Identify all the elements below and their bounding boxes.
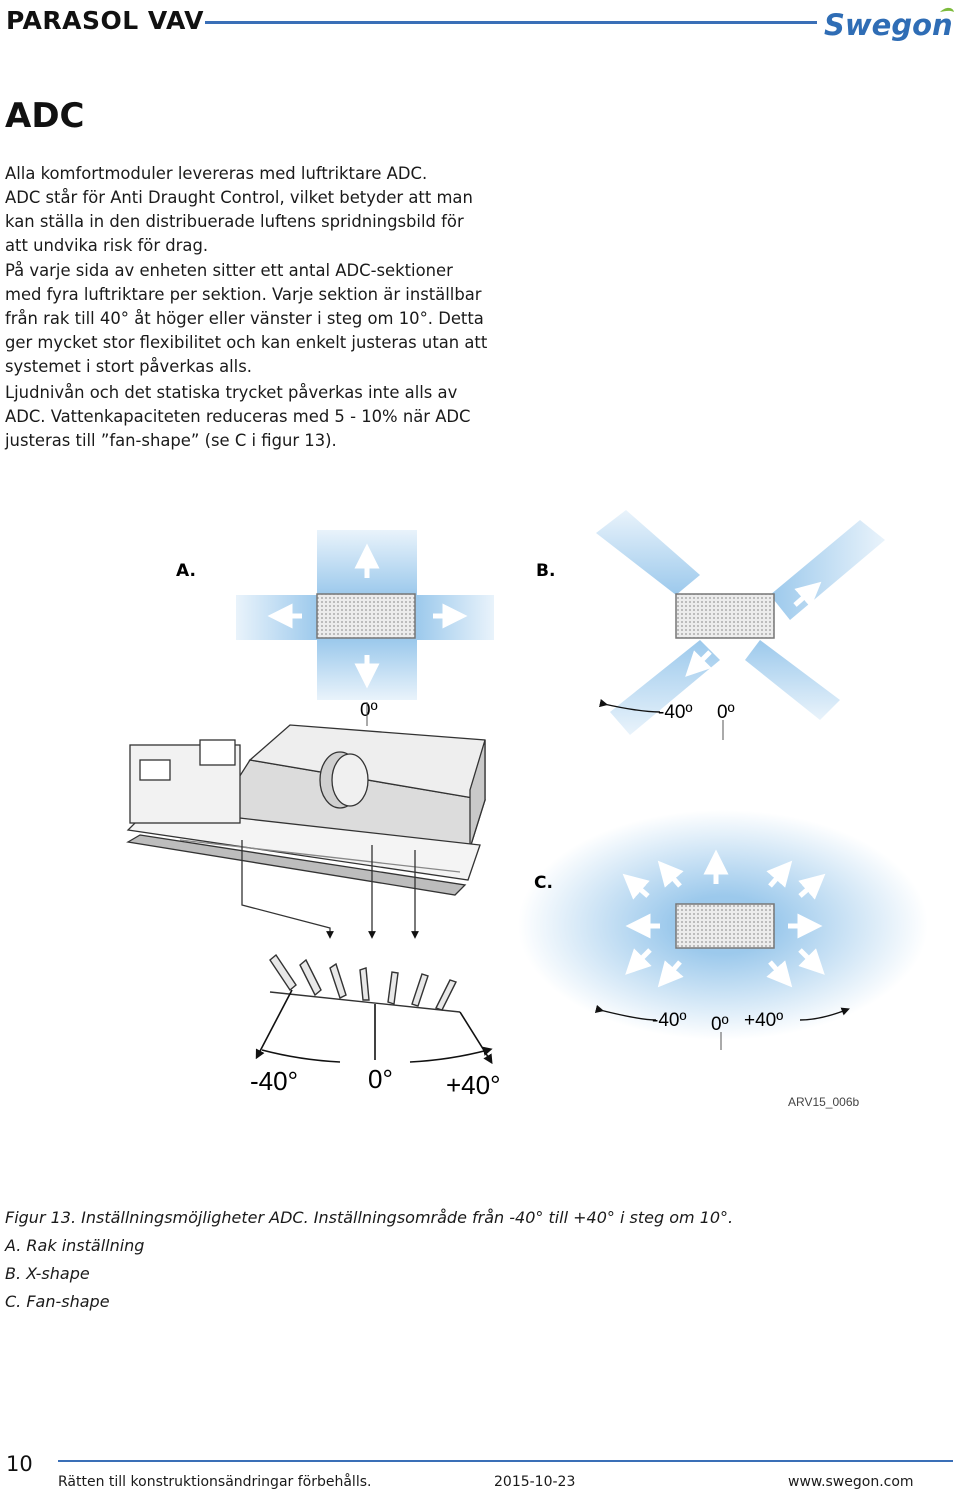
angle-c-minus40: -40º xyxy=(652,1010,686,1031)
section-title: ADC xyxy=(5,96,85,136)
footer-rule xyxy=(58,1460,953,1462)
label-c: C. xyxy=(534,873,553,893)
footer-date: 2015-10-23 xyxy=(494,1474,576,1490)
big-angle-minus40: -40° xyxy=(250,1066,298,1096)
header-rule xyxy=(205,21,817,24)
adc-angle-arrows xyxy=(255,989,493,1065)
adc-deflector-blades xyxy=(269,953,461,1013)
diagram-a-straight xyxy=(236,530,494,700)
label-b: B. xyxy=(536,561,555,581)
big-angle-zero: 0° xyxy=(368,1064,393,1094)
angle-b-zero: 0º xyxy=(717,702,735,723)
paragraph-sections: På varje sida av enheten sitter ett anta… xyxy=(5,261,488,376)
grille-a xyxy=(316,593,416,639)
unit-airflow-lines xyxy=(241,840,419,939)
grille-b xyxy=(675,593,775,639)
angle-c-plus40: +40º xyxy=(744,1010,783,1031)
figure-caption: Figur 13. Inställningsmöjligheter ADC. I… xyxy=(5,1208,734,1311)
big-angle-plus40: +40° xyxy=(446,1070,501,1100)
paragraph-intro: Alla komfortmoduler levereras med luftri… xyxy=(5,164,473,255)
angle-c-zero: 0º xyxy=(711,1014,729,1035)
footer-url[interactable]: www.swegon.com xyxy=(788,1474,914,1490)
svg-text:Swegon: Swegon xyxy=(824,8,953,42)
angle-b-minus40: -40º xyxy=(658,702,692,723)
unit-illustration xyxy=(126,724,486,896)
figure-code: ARV15_006b xyxy=(788,1095,860,1109)
footer-notice: Rätten till konstruktionsändringar förbe… xyxy=(58,1474,372,1490)
adc-figure: A. 0º B. -40º 0º C. -40º 0º +40º xyxy=(126,510,928,1109)
grille-c xyxy=(675,903,775,949)
page-number: 10 xyxy=(6,1452,33,1476)
angle-a-zero: 0º xyxy=(360,700,378,721)
diagram-c-fanshape xyxy=(518,810,928,1040)
diagram-b-xshape xyxy=(596,510,885,735)
label-a: A. xyxy=(176,561,196,581)
swegon-logo: Swegon xyxy=(824,7,954,42)
paragraph-sound: Ljudnivån och det statiska trycket påver… xyxy=(5,383,471,450)
document-title: PARASOL VAV xyxy=(6,6,205,35)
